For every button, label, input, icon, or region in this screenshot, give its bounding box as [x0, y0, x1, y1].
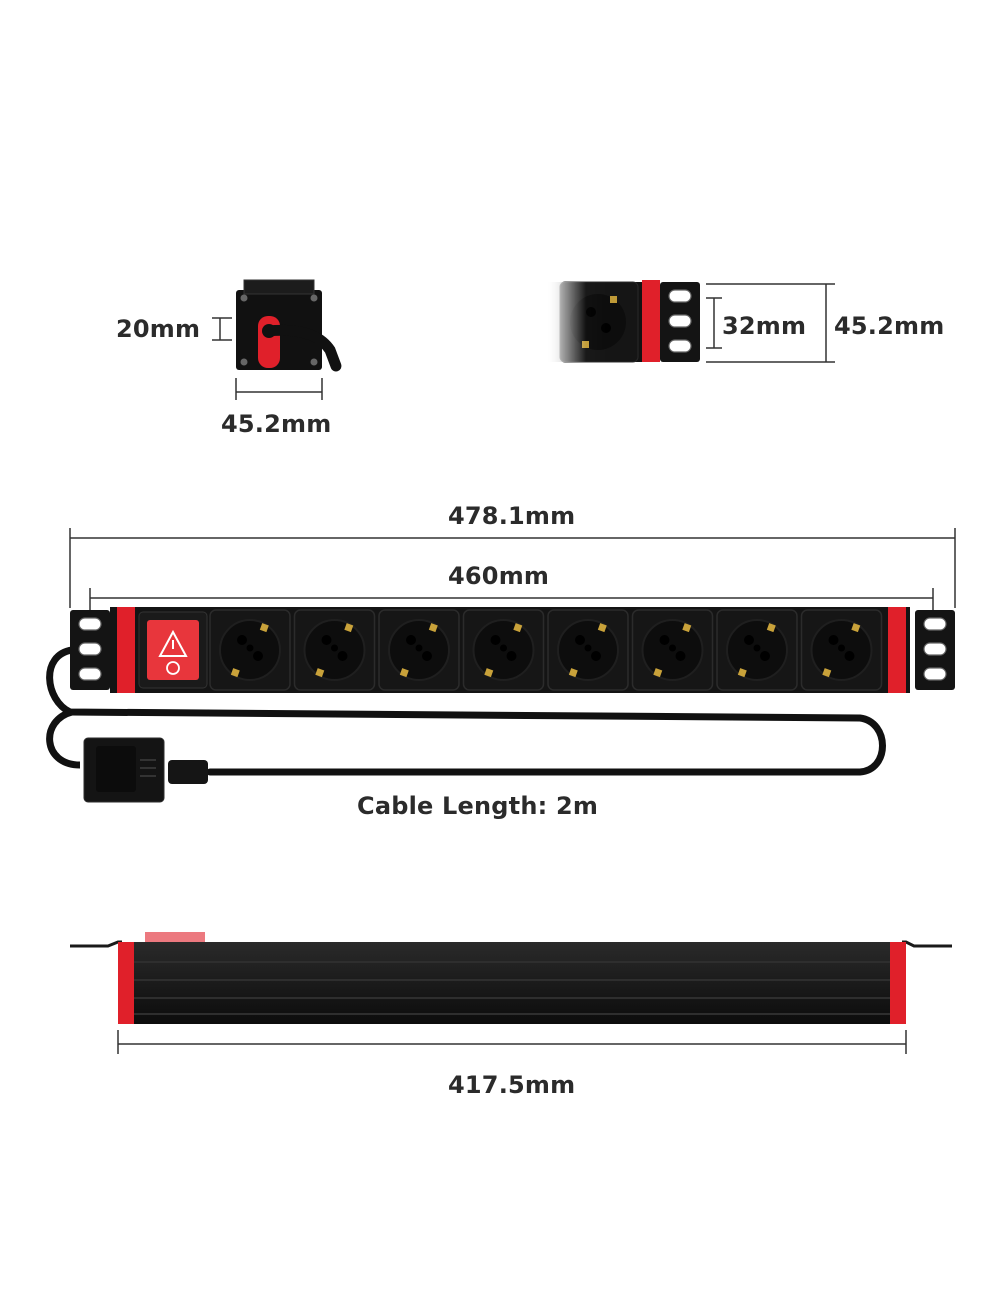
power-socket-icon: [716, 609, 798, 691]
bracket-pitch-label: 32mm: [722, 312, 807, 340]
power-socket-icon: [293, 609, 376, 691]
power-socket-icon: [631, 609, 714, 691]
end-cap-view: [212, 279, 342, 400]
cable-length-label: Cable Length: 2m: [357, 792, 599, 820]
cable-gland-icon: [258, 316, 280, 368]
power-socket-icon: [209, 609, 291, 691]
power-socket-icon: [462, 609, 545, 691]
end-cap-width-label: 45.2mm: [221, 410, 332, 438]
iec-plug-icon: [83, 737, 165, 803]
side-view: [70, 932, 952, 1054]
power-socket-icon: [547, 609, 629, 691]
side-body: [118, 942, 906, 1024]
bracket-detail-view: [546, 280, 835, 363]
body-length-label: 417.5mm: [448, 1071, 576, 1099]
power-socket-icon: [800, 609, 883, 691]
side-switch-icon: [145, 932, 205, 942]
mounting-length-label: 460mm: [448, 562, 550, 590]
rocker-switch-icon: [138, 611, 208, 689]
bracket-height-label: 45.2mm: [834, 312, 945, 340]
end-cap-depth-label: 20mm: [116, 315, 201, 343]
power-socket-icon: [378, 609, 460, 691]
overall-length-label: 478.1mm: [448, 502, 576, 530]
front-view: [46, 528, 956, 803]
power-cable: [46, 646, 886, 776]
